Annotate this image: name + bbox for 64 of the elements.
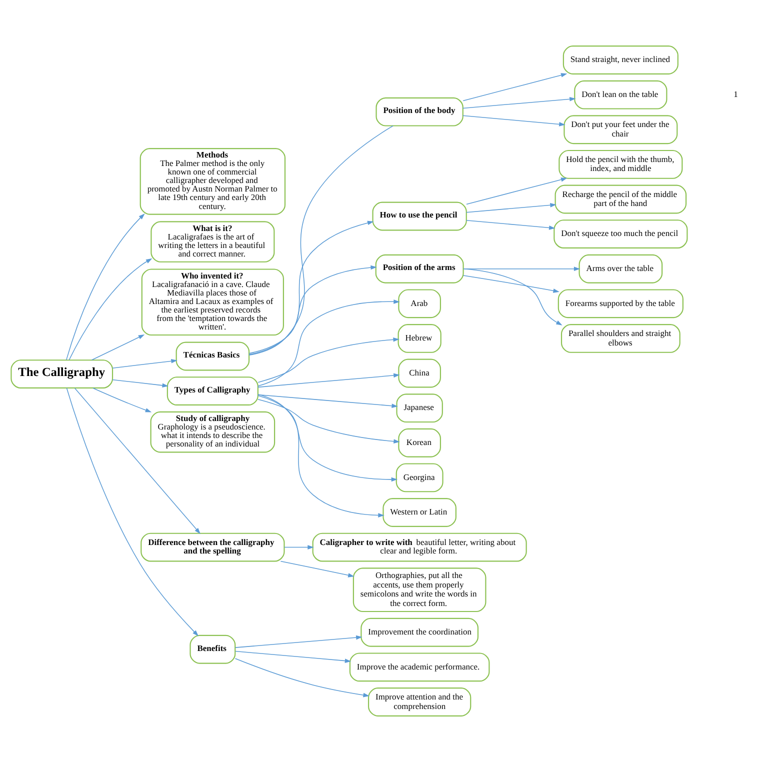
arrow (463, 275, 560, 293)
arrow (280, 560, 354, 578)
arrow (284, 545, 314, 550)
node-box: Study of calligraphy Graphology is a pseudoscience. what it intends to describe the personality of an individual (150, 411, 276, 453)
arrow (258, 394, 384, 518)
arrow (74, 388, 200, 534)
node-box: Improve attention and the comprehension (368, 688, 472, 716)
arrow (92, 388, 152, 412)
node-box: Improve the academic performance. (349, 652, 490, 682)
node-box: Caligrapher to write with beautiful letter, writing about clear and legible form. (312, 532, 527, 562)
arrow (258, 300, 400, 386)
node-box: China (398, 358, 441, 388)
node-box: Parallel shoulders and straight elbows (560, 324, 680, 353)
node-box: Hebrew (398, 324, 442, 353)
node-box: Methods The Palmer method is the only known one of commercial calligrapher developed and promoted by Austn Norman Palmer to late 19th century and early 20th century. (140, 148, 286, 215)
arrow (248, 220, 374, 355)
connector (248, 125, 394, 356)
arrow (66, 388, 199, 636)
node-box: Don't put your feet under the chair (564, 115, 678, 144)
node-box: Hold the pencil with the thumb, index, and middle (558, 150, 683, 179)
node-box: How to use the pencil (372, 202, 467, 231)
arrow (466, 203, 556, 213)
node-box: Don't lean on the table (574, 80, 668, 110)
arrow (258, 395, 398, 482)
node-box: Técnicas Basics (176, 342, 250, 371)
arrow (91, 334, 145, 360)
node-box: Japanese (396, 394, 443, 423)
arrow (235, 650, 352, 663)
arrow (462, 115, 566, 126)
node-box: Difference between the calligraphy and the spelling (140, 532, 285, 562)
node-box: Improvement the coordination (360, 618, 479, 647)
node-box: Position of the body (376, 97, 464, 126)
node-box: Don't squeeze too much the pencil (554, 220, 688, 248)
node-box: Korean (398, 428, 441, 458)
arrow (234, 658, 370, 698)
node-box: Types of Calligraphy (166, 376, 258, 406)
node-box: Orthographies, put all the accents, use them properly semicolons and write the words in the correct form. (352, 568, 486, 612)
node-box: Georgina (396, 463, 444, 492)
node-box: The Calligraphy (10, 360, 114, 388)
node-box: Position of the arms (375, 254, 464, 284)
node-box: Benefits (190, 634, 236, 664)
arrow (235, 635, 362, 648)
arrow (466, 220, 556, 230)
arrow (258, 398, 400, 444)
node-box: What is it? Lacaligrafaes is the art of writing the letters in a beautiful and correct manner. (150, 221, 275, 262)
node-box: Who invented it? Lacaligrafanació in a cave. Claude Mediavilla places those of Altamira and Lacaux as examples of the earliest preserved records from the 'temptation towards the written'. (141, 268, 284, 336)
node-box: Forearms supported by the table (558, 289, 684, 318)
arrow (112, 379, 168, 388)
arrow (258, 373, 400, 388)
node-box: Recharge the pencil of the middle part of the hand (554, 184, 687, 214)
node-box: Arms over the table (578, 254, 663, 284)
arrow (68, 258, 152, 360)
node-box: Stand straight, never inclined (562, 46, 678, 74)
node-box: Western or Latin (382, 498, 456, 527)
arrow (462, 96, 576, 109)
arrow (462, 73, 568, 102)
arrow (66, 214, 145, 360)
arrow (258, 337, 400, 383)
arrow (466, 178, 568, 205)
arrow (112, 358, 178, 368)
arrow (248, 265, 377, 354)
arrow (463, 268, 562, 326)
node-box: Arab (398, 289, 441, 318)
label: 1 (734, 88, 738, 99)
